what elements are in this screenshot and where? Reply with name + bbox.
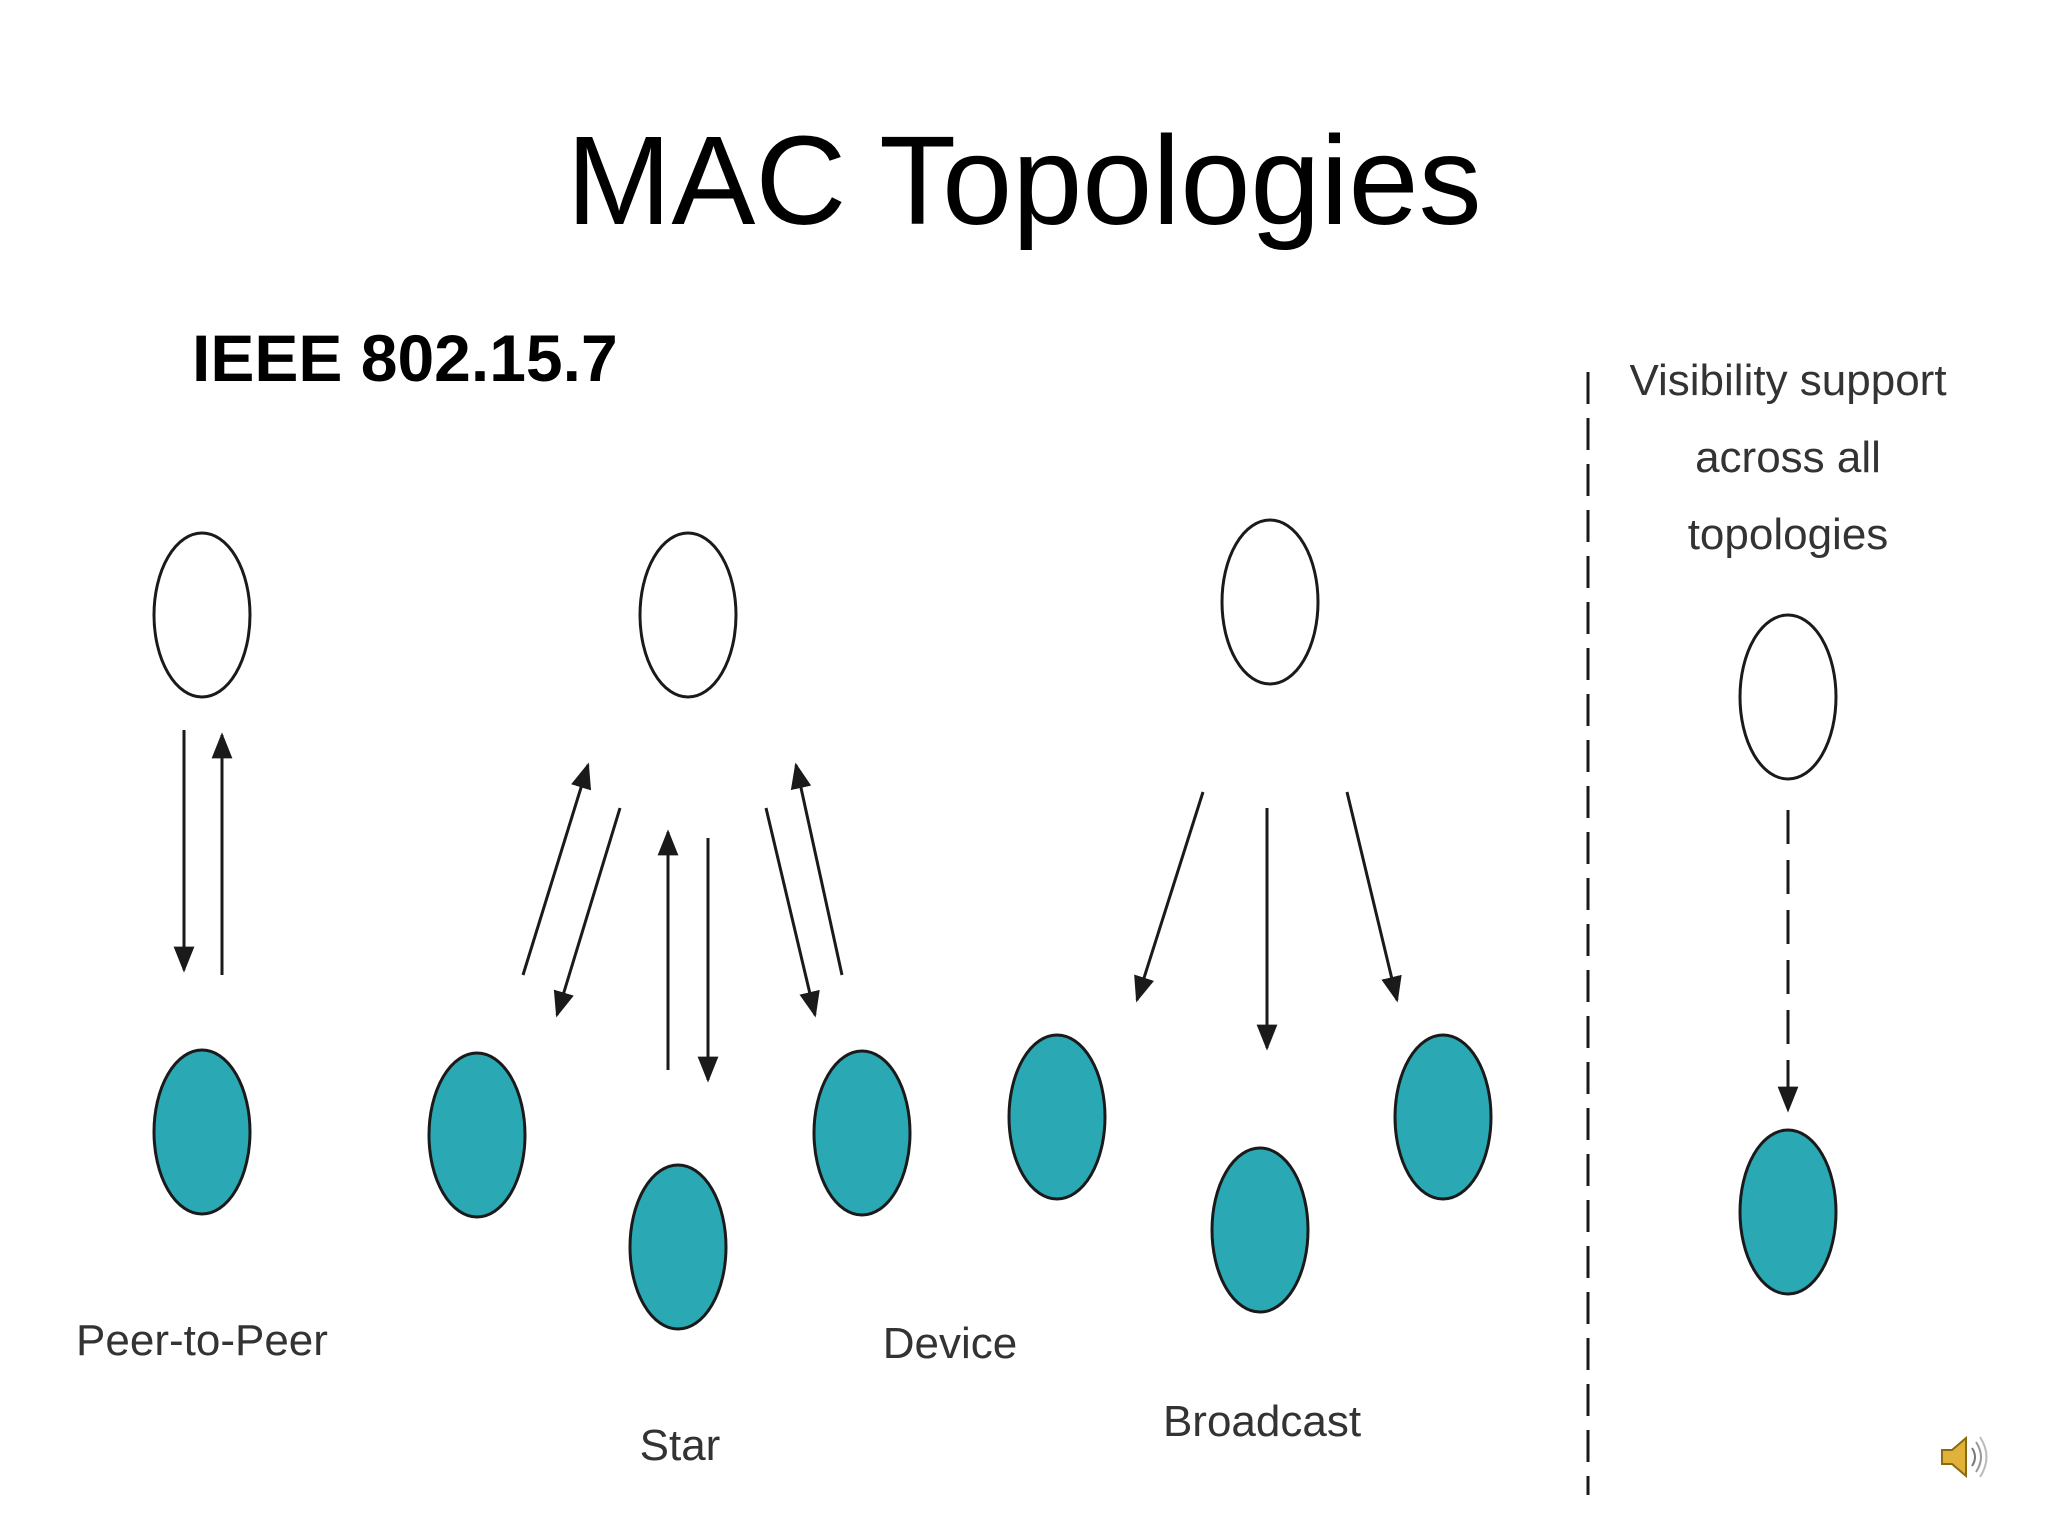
visibility-label-line-2: across all — [1695, 433, 1881, 482]
uplink-arrow — [790, 762, 844, 976]
device-node — [427, 1051, 527, 1219]
broadcast-label: Broadcast — [1163, 1397, 1361, 1446]
coordinator-node — [1220, 518, 1320, 686]
coordinator-node — [638, 531, 738, 699]
downlink-arrow — [553, 807, 622, 1018]
device-node — [628, 1163, 728, 1331]
peer-to-peer-label: Peer-to-Peer — [76, 1316, 328, 1365]
slide-title: MAC Topologies — [566, 110, 1482, 251]
visibility-support: Visibility support across all topologies — [1629, 356, 1947, 1296]
device-node — [1393, 1033, 1493, 1201]
coordinator-node — [1738, 613, 1838, 781]
uplink-arrow — [521, 762, 592, 976]
device-node — [1738, 1128, 1838, 1296]
visibility-label-line-3: topologies — [1688, 510, 1889, 559]
coordinator-node — [152, 531, 252, 699]
broadcast-arrow — [1345, 791, 1402, 1003]
device-node — [1007, 1033, 1107, 1201]
device-node — [812, 1049, 912, 1217]
visibility-label-line-1: Visibility support — [1629, 356, 1946, 405]
device-node — [1210, 1146, 1310, 1314]
device-node — [152, 1048, 252, 1216]
star-label: Star — [640, 1421, 721, 1470]
peer-to-peer-topology: Peer-to-Peer — [76, 531, 328, 1365]
broadcast-topology: Broadcast — [1007, 518, 1493, 1446]
speaker-icon[interactable] — [1936, 1428, 1994, 1486]
broadcast-arrow — [1134, 791, 1205, 1003]
star-topology: Star Device — [427, 531, 1018, 1470]
device-label: Device — [883, 1319, 1018, 1368]
slide-subtitle: IEEE 802.15.7 — [192, 321, 618, 395]
downlink-arrow — [764, 807, 820, 1018]
